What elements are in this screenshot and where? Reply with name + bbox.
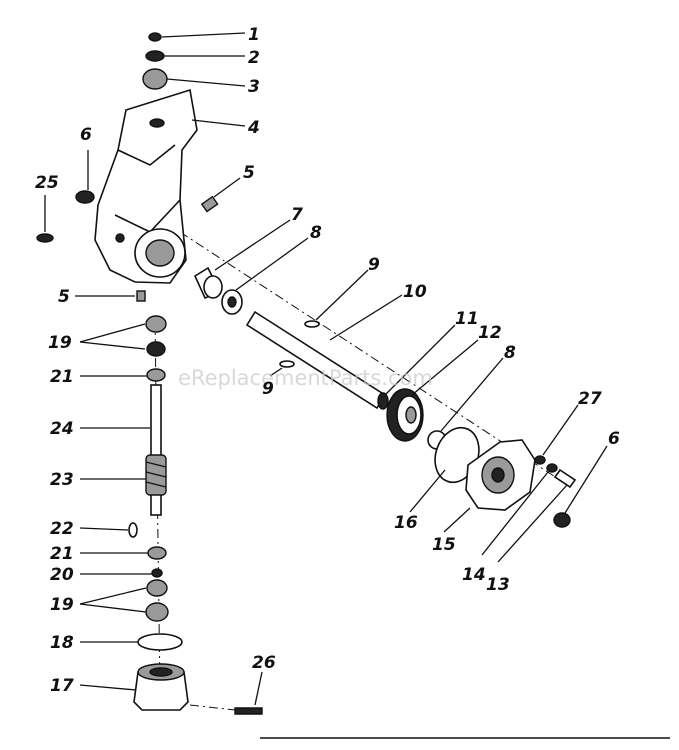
callout-numbers: 1 2 3 4 5 6 25 5 7 8 9 10 9 11 12 8 27 6…: [35, 25, 620, 696]
part-19-bearing-upper-a: [145, 315, 167, 333]
callout-19-lower: 19: [50, 595, 74, 615]
callout-14: 14: [462, 565, 486, 585]
part-20-clip: [151, 568, 163, 578]
callout-12: 12: [478, 323, 502, 343]
callout-20: 20: [50, 565, 74, 585]
callout-5-upper: 5: [243, 163, 255, 183]
callout-23: 23: [50, 470, 74, 490]
part-5-pin-lower: [136, 290, 146, 302]
part-2-washer: [145, 50, 165, 62]
part-11-ring: [377, 392, 389, 410]
part-3-bearing: [142, 68, 168, 90]
callout-18: 18: [50, 633, 74, 653]
part-7-seal-ring: [203, 275, 223, 299]
part-1-cap: [148, 32, 162, 42]
callout-24: 24: [50, 419, 74, 439]
part-19-bearing-lower-b: [145, 602, 169, 622]
callout-9-lower: 9: [262, 379, 274, 399]
part-27-washer: [534, 455, 546, 465]
callout-19-upper: 19: [48, 333, 72, 353]
callout-11: 11: [455, 309, 479, 329]
callout-13: 13: [486, 575, 510, 595]
part-9-key-lower: [279, 360, 295, 368]
callout-21-lower: 21: [50, 544, 74, 564]
callout-9-upper: 9: [368, 255, 380, 275]
part-5-pin-upper: [200, 195, 219, 213]
callout-26: 26: [252, 653, 276, 673]
part-26-bolt: [234, 707, 263, 715]
part-21-ring-lower: [147, 546, 167, 560]
callout-22: 22: [50, 519, 74, 539]
callout-8-upper: 8: [310, 223, 322, 243]
callout-25: 25: [35, 173, 59, 193]
part-13-bolt: [553, 468, 577, 489]
part-4-housing: [94, 88, 198, 284]
callout-4: 4: [247, 118, 260, 138]
callout-10: 10: [403, 282, 427, 302]
part-15-cover: [465, 439, 536, 511]
callout-1: 1: [248, 25, 260, 45]
part-12-gear: [386, 388, 424, 442]
callout-16: 16: [394, 513, 418, 533]
part-14-lockwasher: [546, 463, 558, 473]
callout-27: 27: [578, 389, 602, 409]
callout-17: 17: [50, 676, 74, 696]
callout-6-right: 6: [608, 429, 620, 449]
part-18-o-ring: [137, 633, 183, 651]
part-24-shaft: [150, 384, 162, 516]
part-21-ring-upper: [146, 368, 166, 382]
callout-7: 7: [291, 205, 303, 225]
part-6-plug: [75, 190, 95, 204]
part-23-worm: [145, 454, 167, 496]
callout-21-upper: 21: [50, 367, 74, 387]
part-19-bearing-lower-a: [146, 579, 168, 597]
part-25-screw: [36, 195, 54, 243]
callout-15: 15: [432, 535, 456, 555]
callout-8-right: 8: [504, 343, 516, 363]
watermark: eReplacementParts.com: [178, 366, 433, 390]
callout-2: 2: [248, 48, 260, 68]
leader-lines: [75, 32, 608, 706]
part-22-key: [128, 522, 138, 538]
part-6-plug-right: [553, 512, 571, 528]
callout-3: 3: [248, 77, 260, 97]
part-19-bearing-upper-b: [146, 341, 166, 357]
part-9-key-upper: [304, 320, 320, 328]
callout-5-lower: 5: [58, 287, 70, 307]
part-10-shaft: [245, 310, 387, 410]
callout-6-left: 6: [80, 125, 92, 145]
part-17-base-housing: [133, 663, 189, 711]
